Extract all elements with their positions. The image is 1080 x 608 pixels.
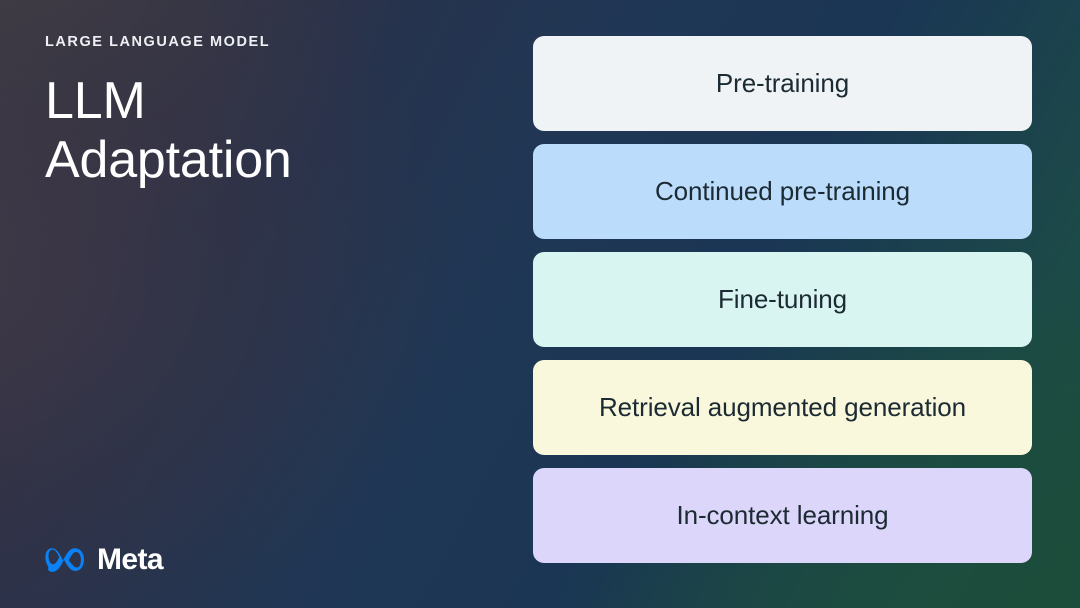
card-label: Fine-tuning [718, 283, 847, 314]
eyebrow-label: LARGE LANGUAGE MODEL [45, 34, 271, 50]
card-label: Continued pre-training [654, 175, 911, 206]
card-retrieval-augmented-generation[interactable]: Retrieval augmented generation [533, 360, 1032, 455]
adaptation-method-list: Pre-training Continued pre-training Fine… [533, 36, 1032, 563]
title-block: LARGE LANGUAGE MODEL LLM Adaptation [45, 34, 485, 189]
page-title: LLM Adaptation [45, 72, 485, 188]
card-pre-training[interactable]: Pre-training [533, 36, 1032, 131]
meta-infinity-icon [44, 546, 86, 574]
card-continued-pre-training[interactable]: Continued pre-training [533, 144, 1032, 239]
meta-logo: Meta [44, 543, 164, 576]
page-title-line-1: LLM [45, 72, 146, 131]
page-title-line-2: Adaptation [45, 130, 292, 189]
card-label: In-context learning [676, 499, 889, 530]
card-in-context-learning[interactable]: In-context learning [533, 468, 1032, 563]
meta-wordmark: Meta [97, 543, 164, 576]
card-fine-tuning[interactable]: Fine-tuning [533, 252, 1032, 347]
card-label: Pre-training [715, 67, 850, 98]
card-label: Retrieval augmented generation [598, 391, 967, 422]
